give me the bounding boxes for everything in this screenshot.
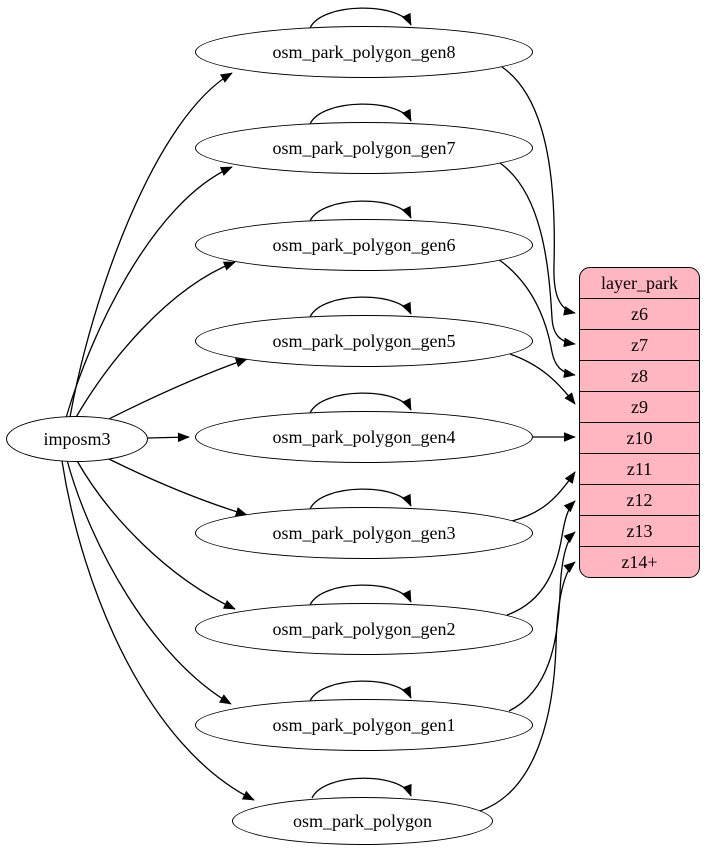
layer-park-table: layer_park z6 z7 z8 z9 z10 z11 z12 z13 z… — [579, 267, 700, 578]
layer-park-header: layer_park — [580, 268, 699, 299]
self-loop-gen5 — [309, 296, 412, 318]
edge-gen2-to-z12 — [506, 500, 576, 616]
self-loop-gen1 — [309, 680, 412, 702]
node-label: osm_park_polygon_gen4 — [272, 426, 456, 447]
edge-gen5-to-z9 — [509, 353, 576, 405]
edge-imposm3-to-gen8 — [69, 72, 233, 418]
edge-imposm3-to-gen4 — [147, 432, 190, 443]
edge-imposm3-to-osm-park-polygon — [61, 460, 255, 801]
zoom-row-z6: z6 — [580, 299, 699, 330]
node-osm-park-polygon-gen7: osm_park_polygon_gen7 — [195, 122, 533, 174]
edge-gen6-to-z8 — [497, 258, 576, 379]
edge-imposm3-to-gen1 — [66, 459, 232, 705]
node-osm-park-polygon-gen4: osm_park_polygon_gen4 — [195, 411, 533, 463]
node-osm-park-polygon-gen2: osm_park_polygon_gen2 — [195, 603, 533, 655]
node-label: osm_park_polygon_gen6 — [272, 234, 456, 255]
node-osm-park-polygon-gen6: osm_park_polygon_gen6 — [195, 219, 533, 271]
zoom-row-z12: z12 — [580, 485, 699, 516]
zoom-row-z11: z11 — [580, 454, 699, 485]
self-loop-gen7 — [309, 103, 412, 125]
edge-osm-park-polygon-to-z14 — [479, 561, 576, 812]
self-loop-gen8 — [309, 7, 412, 29]
zoom-row-z13: z13 — [580, 516, 699, 547]
node-osm-park-polygon-gen5: osm_park_polygon_gen5 — [195, 315, 533, 367]
self-loop-osm-park-polygon — [311, 777, 412, 799]
self-loop-gen3 — [309, 488, 412, 510]
node-label: osm_park_polygon — [293, 810, 432, 831]
edge-gen3-to-z11 — [511, 471, 576, 522]
zoom-row-z9: z9 — [580, 392, 699, 423]
edge-imposm3-to-gen7 — [65, 166, 233, 419]
self-loop-gen2 — [309, 584, 412, 606]
edge-imposm3-to-gen3 — [96, 452, 248, 517]
node-label: osm_park_polygon_gen7 — [272, 137, 456, 158]
node-osm-park-polygon-gen1: osm_park_polygon_gen1 — [195, 699, 533, 751]
node-label: osm_park_polygon_gen5 — [272, 330, 456, 351]
edge-gen8-to-z6 — [501, 66, 576, 316]
zoom-row-z8: z8 — [580, 361, 699, 392]
self-loop-gen6 — [309, 200, 412, 222]
node-osm-park-polygon-gen3: osm_park_polygon_gen3 — [195, 507, 533, 559]
node-label: osm_park_polygon_gen1 — [272, 714, 456, 735]
node-osm-park-polygon-gen8: osm_park_polygon_gen8 — [195, 26, 533, 78]
self-loop-gen4 — [309, 392, 412, 414]
edge-imposm3-to-gen5 — [96, 358, 248, 426]
edge-imposm3-to-gen6 — [74, 261, 236, 420]
zoom-row-z10: z10 — [580, 423, 699, 454]
node-label: osm_park_polygon_gen2 — [272, 618, 456, 639]
node-osm-park-polygon: osm_park_polygon — [232, 797, 493, 845]
zoom-row-z14plus: z14+ — [621, 552, 658, 572]
zoom-row-z7: z7 — [580, 330, 699, 361]
edge-imposm3-to-gen2 — [75, 458, 236, 610]
edge-gen7-to-z7 — [499, 162, 576, 348]
node-label: osm_park_polygon_gen8 — [272, 41, 456, 62]
node-imposm3-label: imposm3 — [43, 428, 111, 449]
node-label: osm_park_polygon_gen3 — [272, 522, 456, 543]
node-imposm3: imposm3 — [6, 416, 148, 462]
